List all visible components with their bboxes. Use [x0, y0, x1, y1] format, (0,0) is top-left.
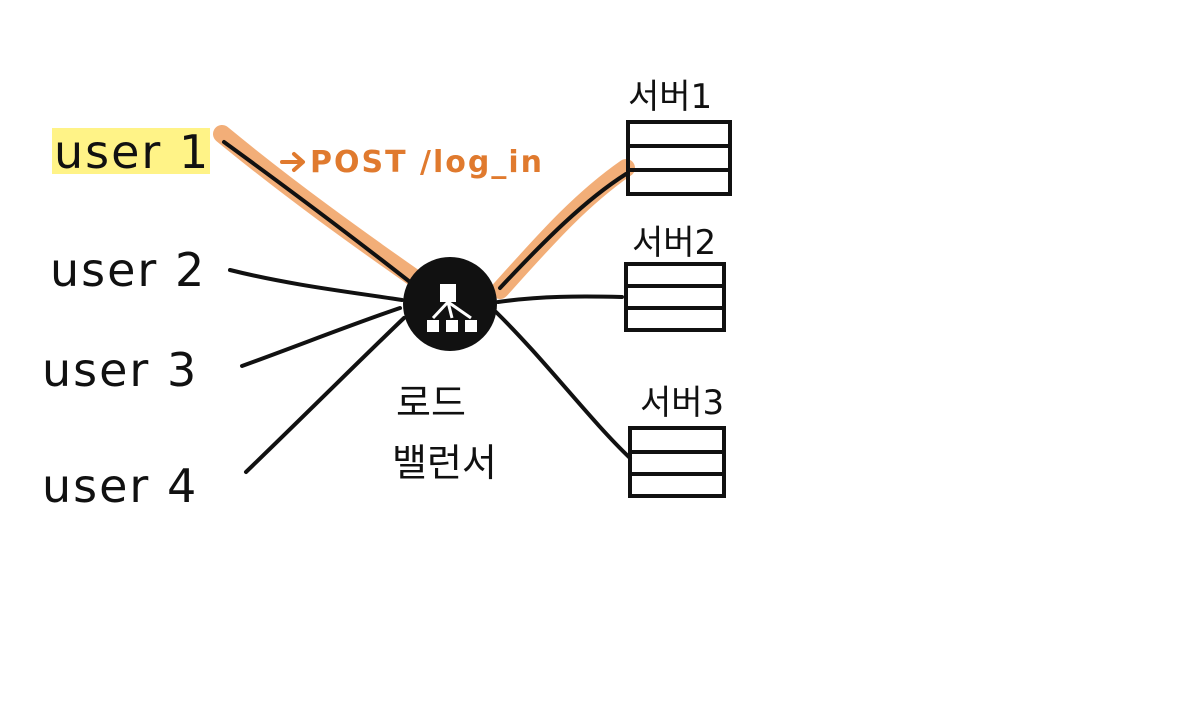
server-1: 서버1 — [626, 77, 732, 196]
line-server3 — [494, 310, 632, 460]
user1-highlight — [52, 128, 210, 174]
line-user1 — [222, 140, 412, 284]
request-annotation: POST /log_in — [280, 145, 544, 180]
server-rack-1 — [626, 120, 732, 196]
server-label-3: 서버3 — [640, 383, 724, 423]
user-labels: user 1 user 2 user 3 user 4 — [42, 125, 210, 513]
highlight-user1-to-lb — [213, 125, 429, 291]
server-rack-2 — [624, 262, 726, 332]
server-label-2: 서버2 — [632, 223, 716, 263]
load-balancer-label-line1: 로드 — [396, 381, 466, 425]
line-server1 — [498, 172, 628, 290]
server-3: 서버3 — [628, 383, 726, 498]
load-balancer-icon — [427, 284, 477, 332]
user-label-1: user 1 — [54, 125, 210, 179]
load-balancer-label: 로드 밸런서 — [392, 381, 497, 485]
server-2: 서버2 — [624, 223, 726, 332]
user-label-2: user 2 — [50, 243, 206, 297]
annotation-label: POST /log_in — [310, 145, 544, 180]
annotation-arrow-icon — [280, 152, 305, 172]
server-connections — [494, 172, 632, 460]
line-user2 — [228, 268, 404, 302]
line-user3 — [240, 306, 402, 368]
user-label-4: user 4 — [42, 459, 198, 513]
line-user4 — [244, 316, 406, 474]
server-label-1: 서버1 — [628, 77, 712, 117]
server-rack-3 — [628, 426, 726, 498]
user-label-3: user 3 — [42, 343, 198, 397]
load-balancer-label-line2: 밸런서 — [392, 441, 497, 485]
user-connections — [222, 140, 412, 474]
load-balancer-node — [403, 257, 497, 351]
line-server2 — [496, 294, 624, 304]
